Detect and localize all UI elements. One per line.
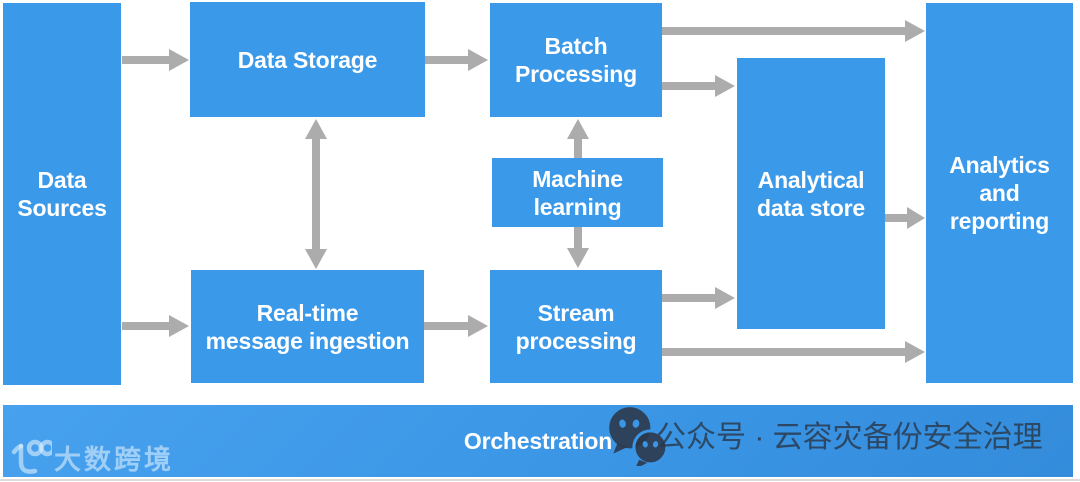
arrow-analytical-data-store-to-analytics-reporting: [885, 207, 925, 229]
arrow-data-sources-to-realtime-ingestion: [122, 315, 189, 337]
bottom-divider-line: [0, 479, 1080, 481]
orchestration-label: Orchestration: [463, 427, 613, 454]
node-label-line: Analytical: [757, 166, 865, 193]
logo-watermark: [8, 438, 52, 478]
arrow-batch-processing-to-analytics-reporting: [662, 20, 925, 42]
node-stream-processing: Stream processing: [490, 270, 662, 383]
logo-watermark-label: 大数跨境: [54, 445, 174, 475]
node-label-line: and: [979, 180, 1020, 206]
node-batch-processing: Batch Processing: [490, 3, 662, 117]
node-data-storage: Data Storage: [190, 2, 425, 117]
node-realtime-message-ingestion: Real-time message ingestion: [191, 270, 424, 383]
node-label-line: processing: [515, 327, 637, 354]
node-label-line: message ingestion: [205, 327, 410, 354]
arrow-data-sources-to-data-storage: [122, 49, 189, 71]
node-data-sources: Data Sources: [3, 3, 121, 385]
node-machine-learning: Machine learning: [492, 158, 663, 227]
node-label-line: Data: [37, 167, 87, 193]
arrow-machine-learning-to-batch-processing: [567, 119, 589, 158]
node-label-line: Stream: [537, 299, 615, 326]
node-label-line: Sources: [17, 195, 107, 221]
node-analytics-and-reporting: Analytics and reporting: [926, 3, 1073, 383]
arrow-data-storage-realtime-ingestion-bidirectional: [305, 119, 327, 269]
node-label-line: data store: [757, 194, 865, 221]
arrow-stream-processing-to-analytical-data-store: [662, 287, 735, 309]
arrow-stream-processing-to-analytics-reporting: [662, 341, 925, 363]
100-curve-logo-icon: [11, 439, 52, 474]
node-label-line: learning: [533, 193, 622, 220]
wechat-watermark: [604, 404, 670, 466]
node-label-line: Machine: [532, 165, 623, 192]
wechat-icon: [609, 407, 669, 466]
arrow-data-storage-to-batch-processing: [425, 49, 488, 71]
wechat-watermark-label: 公众号 · 云容灾备份安全治理: [656, 421, 1043, 454]
node-label-line: Processing: [515, 61, 637, 87]
arrow-batch-processing-to-analytical-data-store: [662, 75, 735, 97]
node-orchestration-bar: Orchestration: [3, 405, 1073, 477]
node-label-line: Data Storage: [237, 46, 378, 73]
node-label-line: Batch: [544, 33, 608, 59]
arrow-realtime-ingestion-to-stream-processing: [424, 315, 488, 337]
node-label-line: Analytics: [949, 152, 1050, 178]
node-label-line: Real-time: [256, 299, 359, 326]
node-label-line: reporting: [949, 208, 1050, 234]
arrow-machine-learning-to-stream-processing: [567, 227, 589, 268]
node-analytical-data-store: Analytical data store: [737, 58, 885, 329]
